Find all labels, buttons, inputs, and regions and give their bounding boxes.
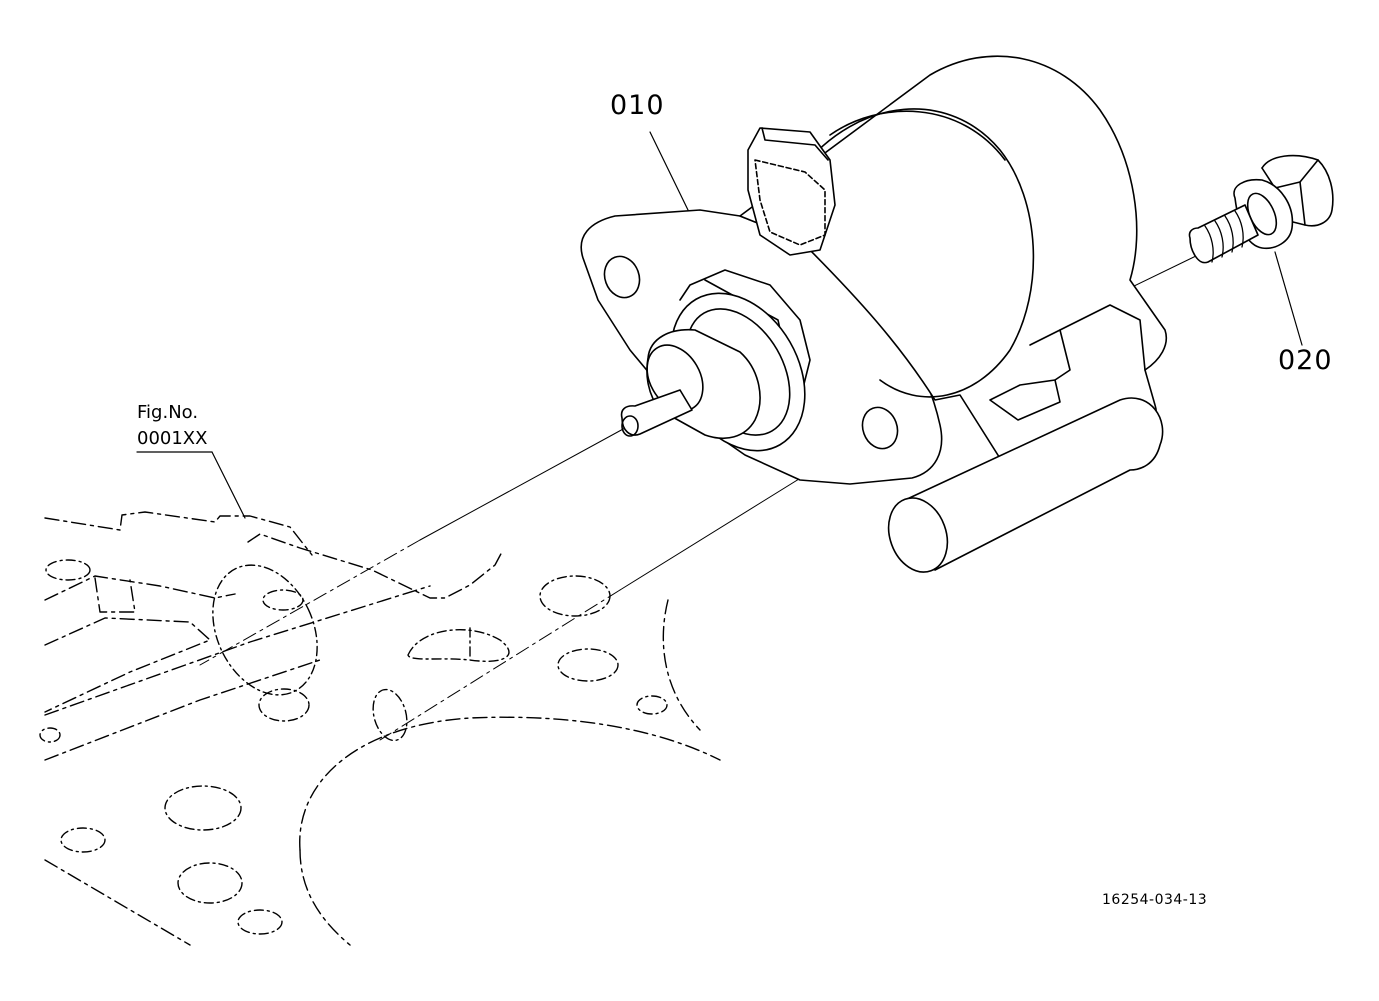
part-number-010[interactable]: 010 <box>610 90 665 121</box>
fig-number-label: Fig.No. <box>137 402 199 423</box>
drawing-number: 16254-034-13 <box>1102 892 1208 908</box>
part-number-020[interactable]: 020 <box>1278 345 1333 376</box>
engine-block-phantom <box>44 511 721 946</box>
gasket-holes <box>39 559 668 935</box>
fig-number-link[interactable]: 0001XX <box>137 428 208 449</box>
bolt-threads <box>1204 210 1244 263</box>
solenoid-part-010 <box>580 55 1167 573</box>
fig-reference-leader <box>136 451 246 519</box>
bolt-part-020 <box>1188 154 1334 346</box>
